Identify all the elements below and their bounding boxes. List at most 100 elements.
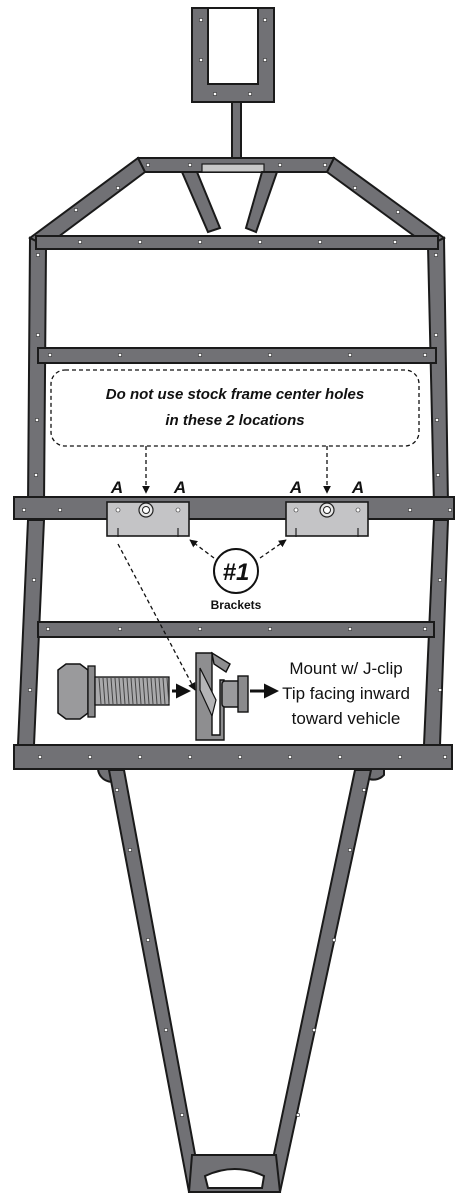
frame-hole [188, 163, 193, 168]
jclip-leader [117, 543, 196, 691]
frame-hole [267, 626, 272, 631]
frame-hole [37, 754, 42, 759]
frame-hole [435, 472, 440, 477]
frame-hole [442, 754, 447, 759]
frame-hole [78, 240, 83, 245]
bolt-thread [102, 677, 106, 705]
mount-line-1: Mount w/ J-clip [289, 659, 402, 678]
left-tail-rail [107, 769, 204, 1193]
bolt-thread [118, 677, 122, 705]
left-angle-rail [28, 156, 147, 248]
callout-line-2: in these 2 locations [165, 412, 304, 429]
frame-hole [437, 687, 442, 692]
top-plate [201, 163, 265, 173]
frame-hole [331, 937, 336, 942]
bolt-thread [106, 677, 110, 705]
bolt-thread [138, 677, 142, 705]
left-brace [180, 171, 222, 234]
frame-hole [337, 754, 342, 759]
bolt-thread [150, 677, 154, 705]
center-stem [231, 101, 242, 159]
frame-hole [352, 186, 357, 191]
frame-hole [164, 1028, 169, 1033]
frame-hole [128, 847, 133, 852]
frame-hole [267, 352, 272, 357]
frame-hole [180, 1113, 185, 1118]
frame-hole [262, 17, 267, 22]
frame-hole [447, 507, 452, 512]
hole-label-a-4: A [351, 478, 364, 497]
frame-hole [27, 687, 32, 692]
hole-label-a-3: A [289, 478, 302, 497]
frame-hole [35, 253, 40, 258]
bolt-thread [130, 677, 134, 705]
frame-hole [35, 332, 40, 337]
frame-hole [118, 626, 123, 631]
bracket-left [106, 501, 190, 537]
right-upper-rail [426, 236, 450, 506]
frame-hole [198, 352, 203, 357]
callout-box: Do not use stock frame center holes in t… [50, 369, 420, 447]
crossmember-rear [13, 744, 453, 770]
bolt-thread [162, 677, 166, 705]
mount-line-2: Tip facing inward [282, 684, 410, 703]
frame-hole [277, 163, 282, 168]
frame-hole [433, 332, 438, 337]
bolt-thread [142, 677, 146, 705]
frame-hole [88, 754, 93, 759]
frame-hole [347, 626, 352, 631]
frame-hole [347, 352, 352, 357]
part-number: #1 [223, 559, 250, 586]
frame-hole [146, 163, 151, 168]
bolt-thread [158, 677, 162, 705]
hole-label-a-1: A [110, 478, 123, 497]
bolt-thread [134, 677, 138, 705]
frame-hole [295, 1113, 300, 1118]
frame-hole [433, 253, 438, 258]
frame-hole [57, 507, 62, 512]
frame-hole [422, 626, 427, 631]
frame-hole [248, 92, 253, 97]
bolt-thread [146, 677, 150, 705]
frame-hole [34, 417, 39, 422]
frame-hole [392, 240, 397, 245]
right-tail-rail [264, 769, 373, 1193]
frame-hole [262, 57, 267, 62]
crossmember-2 [37, 347, 437, 364]
frame-hole [118, 352, 123, 357]
crossmember-bracket [13, 496, 455, 520]
frame-hole [437, 577, 442, 582]
bolt-thread [166, 677, 170, 705]
frame-hole [199, 17, 204, 22]
part-number-circle [213, 548, 259, 594]
frame-hole [199, 57, 204, 62]
frame-hole [434, 417, 439, 422]
bolt-thread [98, 677, 102, 705]
crossmember-3 [37, 621, 435, 638]
frame-hole [397, 754, 402, 759]
frame-hole [115, 787, 120, 792]
frame-hole [33, 472, 38, 477]
hole-label-a-2: A [173, 478, 186, 497]
frame-hole [322, 163, 327, 168]
frame-hole [287, 754, 292, 759]
frame-hole [47, 352, 52, 357]
bolt-thread [126, 677, 130, 705]
frame-hole [317, 240, 322, 245]
right-angle-rail [325, 156, 446, 248]
frame-hole [45, 626, 50, 631]
crossmember-1 [35, 235, 439, 250]
bolt-thread [110, 677, 114, 705]
tail-plate [187, 1154, 282, 1193]
frame-hole [188, 754, 193, 759]
frame-hole [361, 787, 366, 792]
frame-hole [138, 754, 143, 759]
brackets-arrow-right [259, 539, 287, 559]
receiver-frame [191, 7, 275, 103]
frame-hole [138, 240, 143, 245]
frame-hole [257, 240, 262, 245]
bracket-right [285, 501, 369, 537]
frame-hole [238, 754, 243, 759]
mount-line-3: toward vehicle [292, 709, 401, 728]
